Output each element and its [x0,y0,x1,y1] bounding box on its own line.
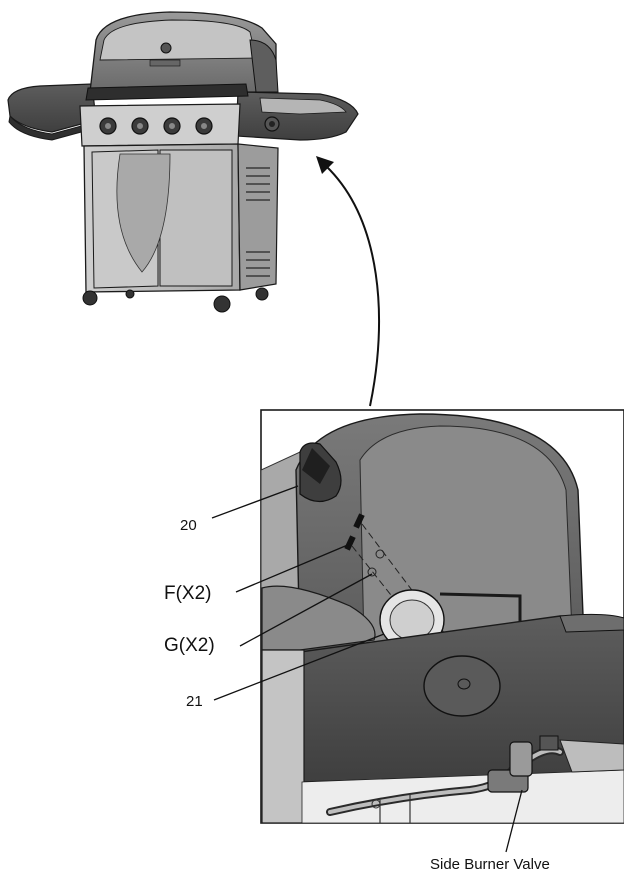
arrow-head-icon [316,156,334,174]
cart-side-panel [237,143,279,291]
leader-21 [213,633,385,701]
cart-door-right [159,149,233,287]
callout-g: G(X2) [164,635,215,656]
valve-hole [423,655,501,717]
washer-g [367,549,385,577]
callout-21: 21 [186,693,203,710]
caster-icon [82,290,98,306]
side-burner-pot [261,585,376,651]
side-burner-valve [487,735,559,793]
thermometer-icon [160,42,172,54]
caster-icon [125,289,135,299]
callout-f: F(X2) [164,583,212,604]
callout-20: 20 [180,517,197,534]
casters [82,287,269,313]
screw-f [344,513,365,551]
leader-g [239,573,373,647]
caster-icon [255,287,269,301]
side-burner-valve-caption: Side Burner Valve [430,856,550,873]
leader-lines [211,485,523,853]
caster-icon [213,295,231,313]
leader-f [235,543,351,593]
detail-arrow [316,156,380,407]
detail-view [260,409,624,824]
leader-valve [505,789,523,853]
hood-handle [85,83,249,101]
grill-overview [7,11,359,313]
leader-20 [211,485,299,519]
